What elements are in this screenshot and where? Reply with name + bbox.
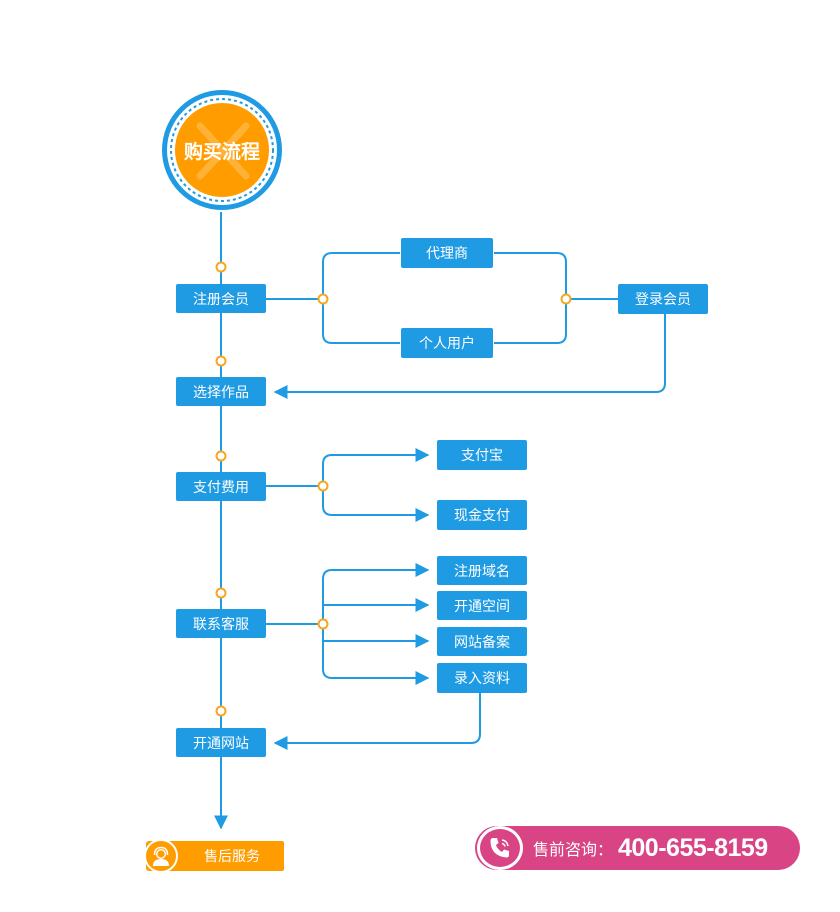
option-data-entry[interactable]: 录入资料: [437, 663, 527, 693]
option-open-hosting[interactable]: 开通空间: [437, 591, 527, 620]
flow-title: 购买流程: [183, 140, 260, 163]
node-dot: [215, 261, 227, 273]
node-dot: [317, 618, 329, 630]
option-agent[interactable]: 代理商: [401, 238, 493, 268]
data-to-open-line: [273, 693, 481, 750]
option-register-domain[interactable]: 注册域名: [437, 556, 527, 585]
option-icp-filing[interactable]: 网站备案: [437, 627, 527, 656]
pay-branch-cash: [322, 486, 430, 522]
register-right-bracket: [494, 252, 567, 344]
step-contact-service[interactable]: 联系客服: [176, 609, 266, 638]
step-select-work[interactable]: 选择作品: [176, 377, 266, 406]
option-personal-user[interactable]: 个人用户: [401, 328, 493, 358]
login-to-select-line: [273, 314, 666, 399]
node-dot: [215, 587, 227, 599]
step-open-site[interactable]: 开通网站: [176, 728, 266, 757]
step-pay[interactable]: 支付费用: [176, 472, 266, 501]
option-login-member[interactable]: 登录会员: [618, 284, 708, 314]
node-dot: [317, 480, 329, 492]
pay-branch-alipay: [322, 448, 430, 486]
hotline-number[interactable]: 400-655-8159: [618, 833, 768, 862]
customer-service-icon: [144, 839, 178, 873]
node-dot: [317, 293, 329, 305]
option-alipay[interactable]: 支付宝: [437, 440, 527, 470]
node-dot: [215, 705, 227, 717]
presales-hotline[interactable]: 售前咨询： 400-655-8159: [475, 826, 800, 870]
after-sales-button[interactable]: 售后服务: [144, 839, 284, 873]
phone-icon: [477, 826, 523, 870]
title-badge: [162, 90, 282, 210]
node-dot: [215, 355, 227, 367]
option-cash-payment[interactable]: 现金支付: [437, 500, 527, 530]
step-register[interactable]: 注册会员: [176, 284, 266, 313]
after-sales-label: 售后服务: [204, 849, 260, 865]
node-dot: [215, 450, 227, 462]
pencil-ruler-icon: [196, 122, 250, 180]
node-dot: [560, 293, 572, 305]
register-bracket: [322, 252, 400, 344]
hotline-label: 售前咨询：: [533, 840, 614, 859]
